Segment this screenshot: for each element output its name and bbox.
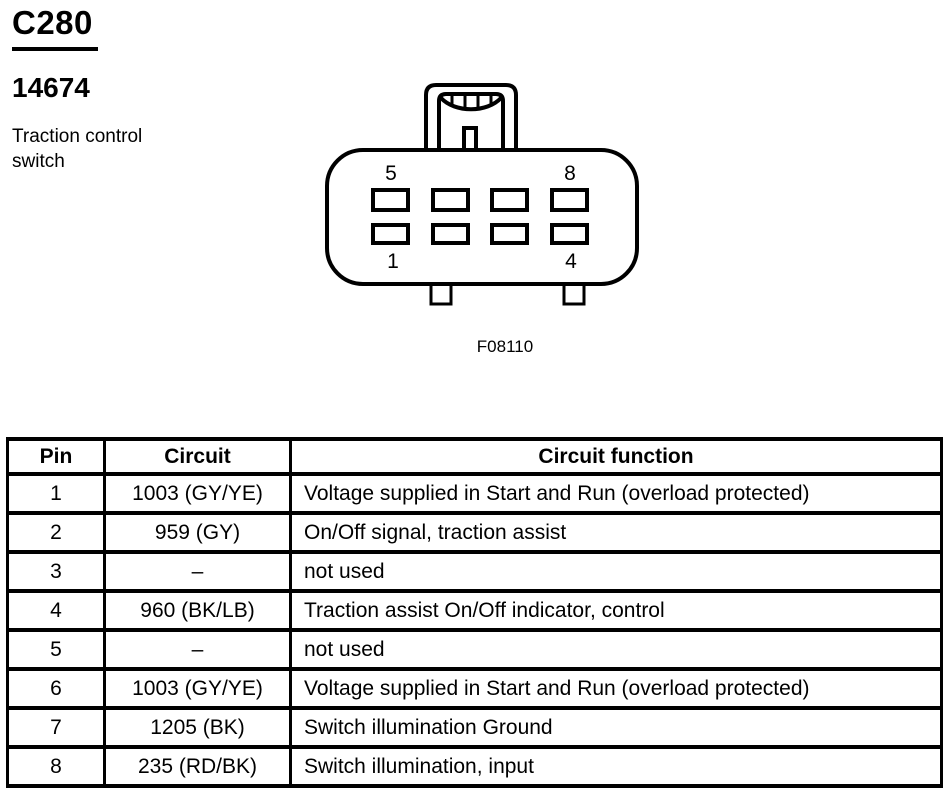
table-row: 2 959 (GY) On/Off signal, traction assis…: [6, 511, 943, 554]
pinout-table: Pin Circuit Circuit function 1 1003 (GY/…: [6, 437, 943, 788]
bottom-tab-left: [429, 282, 453, 306]
bottom-tab-right: [562, 282, 586, 306]
header-pin: Pin: [6, 437, 106, 476]
circuit-cell: 235 (RD/BK): [103, 745, 292, 788]
circuit-function-cell: On/Off signal, traction assist: [289, 511, 943, 554]
table-row: 6 1003 (GY/YE) Voltage supplied in Start…: [6, 667, 943, 710]
pin-cavity-4: [550, 223, 589, 245]
pin-cell: 6: [6, 667, 106, 710]
pin-cell: 7: [6, 706, 106, 749]
pin-cavity-8: [550, 188, 589, 212]
header-circuit: Circuit: [103, 437, 292, 476]
connector-id-title: C280: [12, 4, 98, 51]
circuit-function-cell: not used: [289, 628, 943, 671]
table-row: 7 1205 (BK) Switch illumination Ground: [6, 706, 943, 749]
table-row: 8 235 (RD/BK) Switch illumination, input: [6, 745, 943, 788]
connector-diagram: 5 8 1 4: [325, 83, 639, 306]
circuit-cell: 960 (BK/LB): [103, 589, 292, 632]
circuit-cell: 1003 (GY/YE): [103, 472, 292, 515]
circuit-function-cell: Voltage supplied in Start and Run (overl…: [289, 667, 943, 710]
circuit-cell: 959 (GY): [103, 511, 292, 554]
table-row: 1 1003 (GY/YE) Voltage supplied in Start…: [6, 472, 943, 515]
connector-description: Traction control switch: [12, 126, 143, 172]
latch-outer-outline: [424, 83, 518, 152]
pin-cavity-6: [431, 188, 470, 212]
pin-cavity-5: [371, 188, 410, 212]
pin-label-4: 4: [565, 250, 577, 273]
pin-label-8: 8: [564, 162, 576, 185]
circuit-cell: 1205 (BK): [103, 706, 292, 749]
circuit-cell: –: [103, 550, 292, 593]
latch-arc: [439, 96, 503, 112]
latch-notch: [462, 126, 478, 152]
pin-cell: 5: [6, 628, 106, 671]
circuit-function-cell: Switch illumination Ground: [289, 706, 943, 749]
figure-caption: F08110: [476, 337, 534, 356]
table-header-row: Pin Circuit Circuit function: [6, 437, 943, 476]
pin-cavity-2: [431, 223, 470, 245]
pin-cavity-1: [371, 223, 410, 245]
pin-cell: 8: [6, 745, 106, 788]
connector-body: [325, 148, 639, 286]
circuit-cell: 1003 (GY/YE): [103, 667, 292, 710]
table-row: 3 – not used: [6, 550, 943, 593]
pin-label-5: 5: [385, 162, 397, 185]
pin-cavity-7: [490, 188, 529, 212]
circuit-function-cell: Traction assist On/Off indicator, contro…: [289, 589, 943, 632]
pin-label-1: 1: [387, 250, 399, 273]
table-row: 5 – not used: [6, 628, 943, 671]
circuit-function-cell: Switch illumination, input: [289, 745, 943, 788]
header-circuit-function: Circuit function: [289, 437, 943, 476]
pin-cavity-3: [490, 223, 529, 245]
circuit-function-cell: not used: [289, 550, 943, 593]
pin-cell: 2: [6, 511, 106, 554]
latch-inner-outline: [437, 92, 505, 152]
table-row: 4 960 (BK/LB) Traction assist On/Off ind…: [6, 589, 943, 632]
part-number: 14674: [12, 72, 90, 103]
pin-cell: 3: [6, 550, 106, 593]
pin-cell: 1: [6, 472, 106, 515]
circuit-function-cell: Voltage supplied in Start and Run (overl…: [289, 472, 943, 515]
pin-cell: 4: [6, 589, 106, 632]
circuit-cell: –: [103, 628, 292, 671]
